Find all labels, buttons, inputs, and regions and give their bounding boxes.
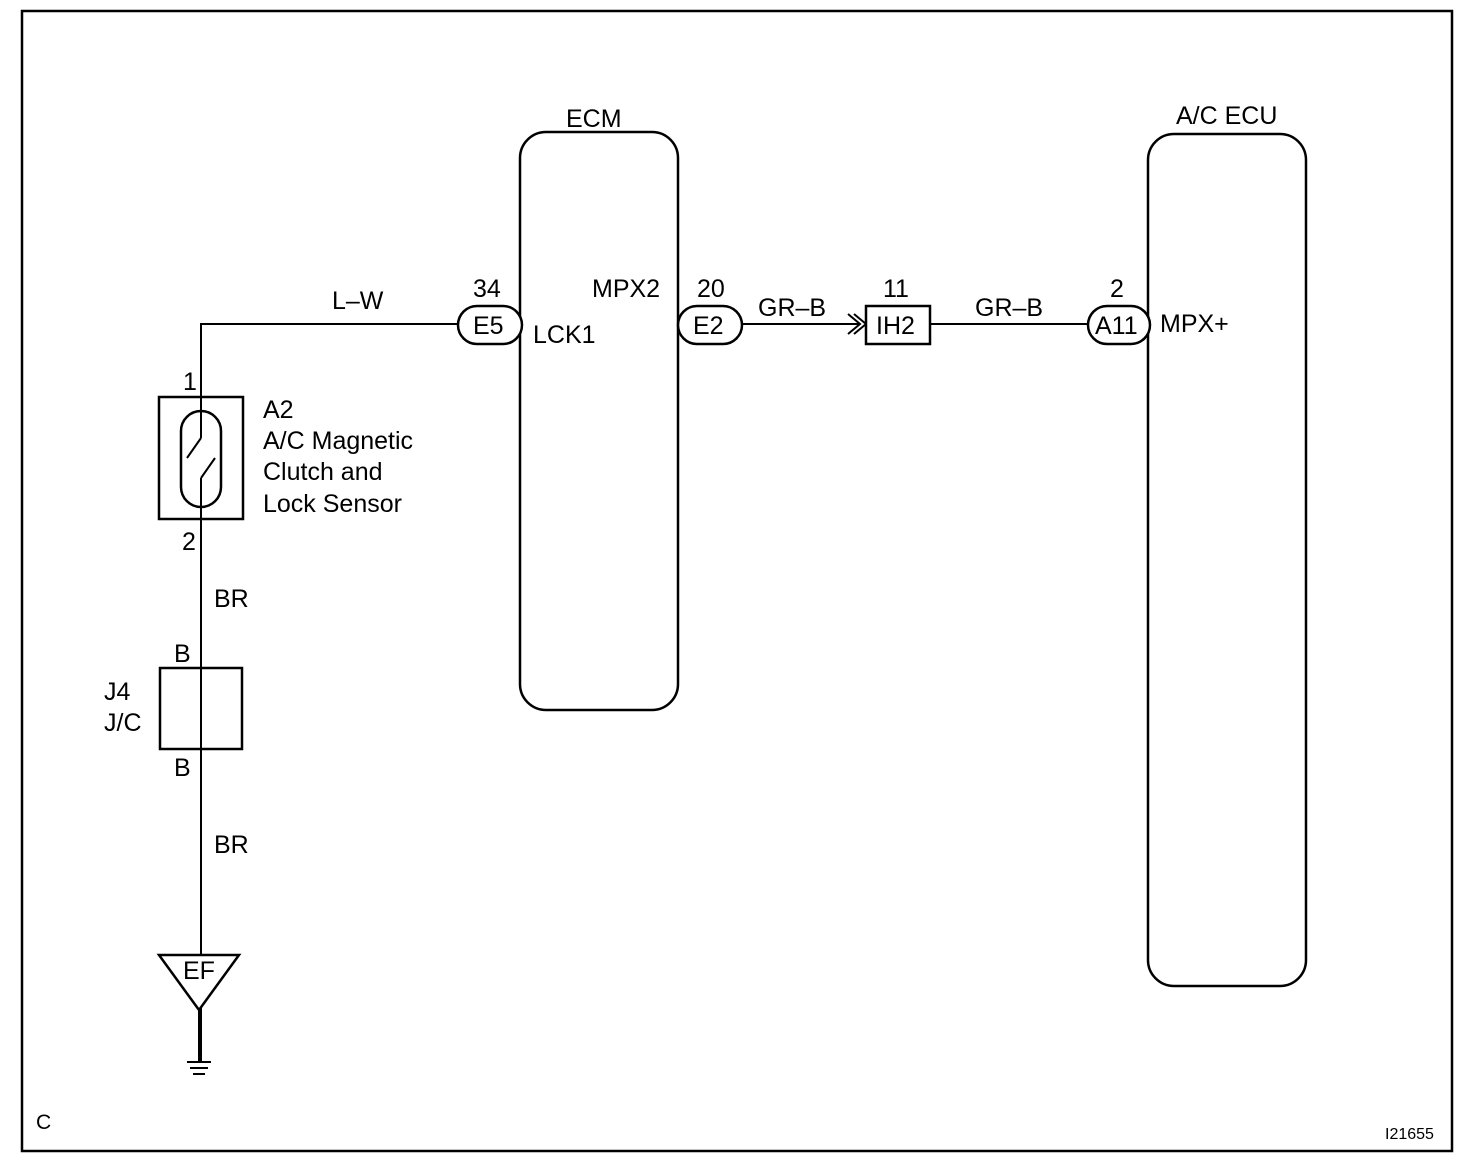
wire-l-w [200,323,458,397]
ground-triangle-icon [156,953,242,1013]
ecm-pin-mpx2: MPX2 [592,275,660,303]
wire-label-gr-b-2: GR–B [975,294,1043,322]
ecm-title: ECM [566,105,622,133]
ac-ecu-box [1146,132,1308,988]
wire-label-br-1: BR [214,585,249,613]
connector-e5-pin: 34 [473,275,501,303]
sensor-name-line3: Lock Sensor [263,490,402,518]
wire-label-gr-b-1: GR–B [758,294,826,322]
junction-id: J4 [104,678,131,706]
ecm-box [518,130,680,712]
junction-pin-bottom: B [174,754,191,782]
connector-e5 [456,304,524,346]
sensor-id: A2 [263,396,294,424]
wire-label-br-2: BR [214,831,249,859]
connector-ih2-label: IH2 [876,312,915,340]
connector-a11-label: A11 [1095,312,1138,340]
connector-e2-pin: 20 [697,275,725,303]
connector-ih2-pin: 11 [883,275,909,303]
sensor-name-line1: A/C Magnetic [263,427,413,455]
junction-type: J/C [104,709,142,737]
ih2-arrow-icon [847,313,862,335]
figure-id: I21655 [1385,1126,1434,1143]
sensor-switch-blade-icon [186,437,202,459]
ac-ecu-title: A/C ECU [1176,102,1277,130]
sensor-pin-top: 1 [183,368,197,396]
ac-ecu-pin-mpx: MPX+ [1160,310,1229,338]
sensor-switch-contact-icon [200,457,216,479]
connector-e5-label: E5 [473,312,504,340]
connector-e2-label: E2 [693,312,724,340]
junction-pin-top: B [174,640,191,668]
corner-letter: C [36,1111,51,1134]
connector-a11 [1086,304,1152,346]
wire-label-l-w: L–W [332,287,384,315]
sensor-name-line2: Clutch and [263,458,383,486]
diagram-frame [20,9,1454,1153]
connector-ih2 [864,304,932,346]
connector-a11-pin: 2 [1110,275,1124,303]
ecm-pin-lck1: LCK1 [533,321,596,349]
sensor-pin-bottom: 2 [182,528,196,556]
connector-e2 [676,304,744,346]
ground-id: EF [183,957,215,985]
